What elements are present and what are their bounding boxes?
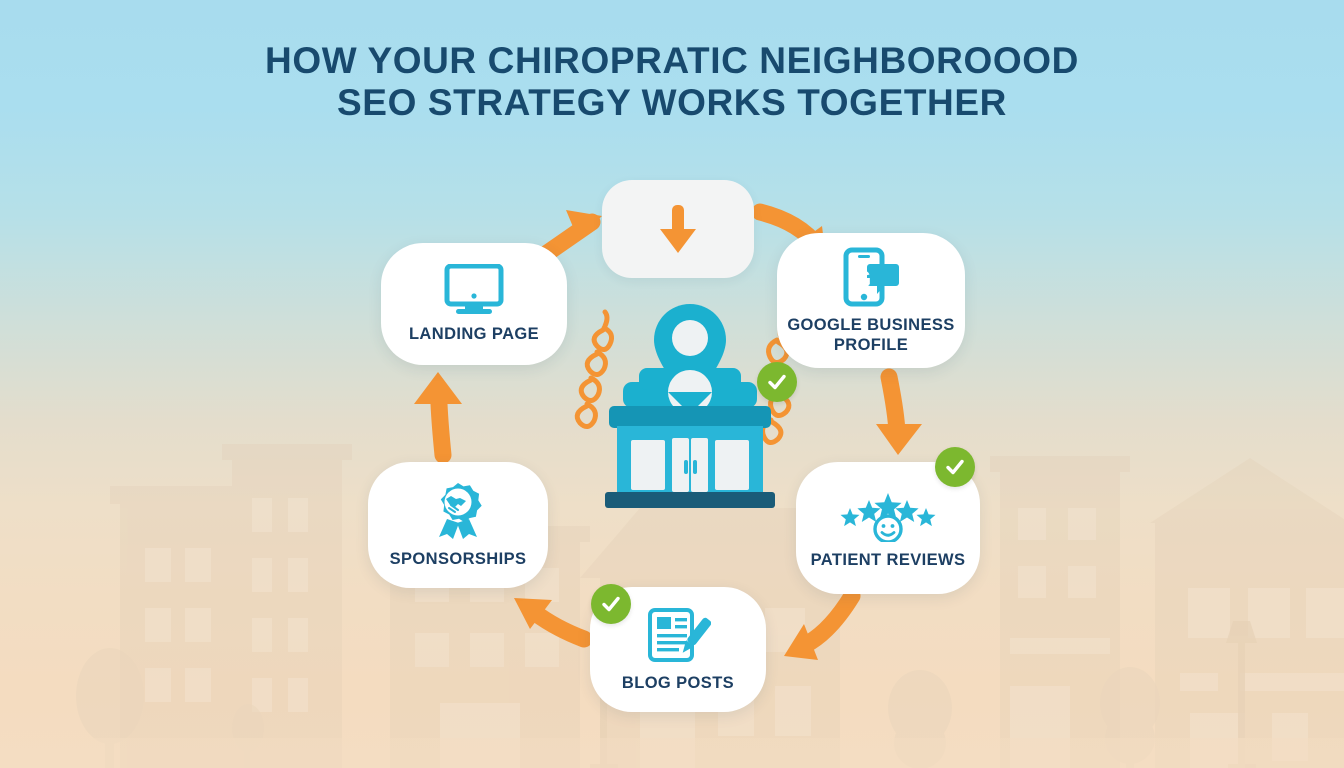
title-line-2: SEO STRATEGY WORKS TOGETHER	[337, 82, 1007, 123]
status-badge-reviews-check	[935, 447, 975, 487]
node-label-patient-reviews: PATIENT REVIEWS	[810, 551, 966, 569]
check-icon	[946, 459, 964, 475]
down-arrow-icon	[654, 201, 702, 257]
title-line-1: HOW YOUR CHIROPRATIC NEIGHBOROOOD	[265, 40, 1079, 81]
node-card-sponsorships[interactable]: SPONSORSHIPS	[368, 462, 548, 588]
status-badge-center-check	[757, 362, 797, 402]
status-badge-blog-check	[591, 584, 631, 624]
node-label-landing-page: LANDING PAGE	[408, 325, 540, 343]
orange-spiral-left	[574, 309, 614, 429]
node-label-google-business-profile: GOOGLE BUSINESS PROFILE	[787, 315, 955, 354]
five-stars-smiley-icon	[838, 486, 938, 544]
svg-text:G: G	[853, 266, 872, 293]
desktop-monitor-icon	[443, 263, 505, 316]
node-label-sponsorships: SPONSORSHIPS	[389, 550, 527, 568]
document-pen-icon	[645, 607, 712, 665]
handshake-ribbon-icon	[427, 481, 489, 541]
arrow-landing-to-top	[534, 210, 602, 265]
page-title: HOW YOUR CHIROPRATIC NEIGHBOROOOD SEO ST…	[0, 40, 1344, 124]
node-card-google-business-profile[interactable]: G GOOGLE BUSINESS PROFILE	[777, 233, 965, 368]
phone-chat-google-icon: G	[840, 247, 902, 307]
node-card-top[interactable]	[602, 180, 754, 278]
check-icon	[602, 596, 620, 612]
node-label-blog-posts: BLOG POSTS	[621, 673, 735, 692]
node-card-landing-page[interactable]: LANDING PAGE	[381, 243, 567, 365]
check-icon	[768, 374, 786, 390]
storefront-location-pin-icon	[574, 304, 796, 508]
